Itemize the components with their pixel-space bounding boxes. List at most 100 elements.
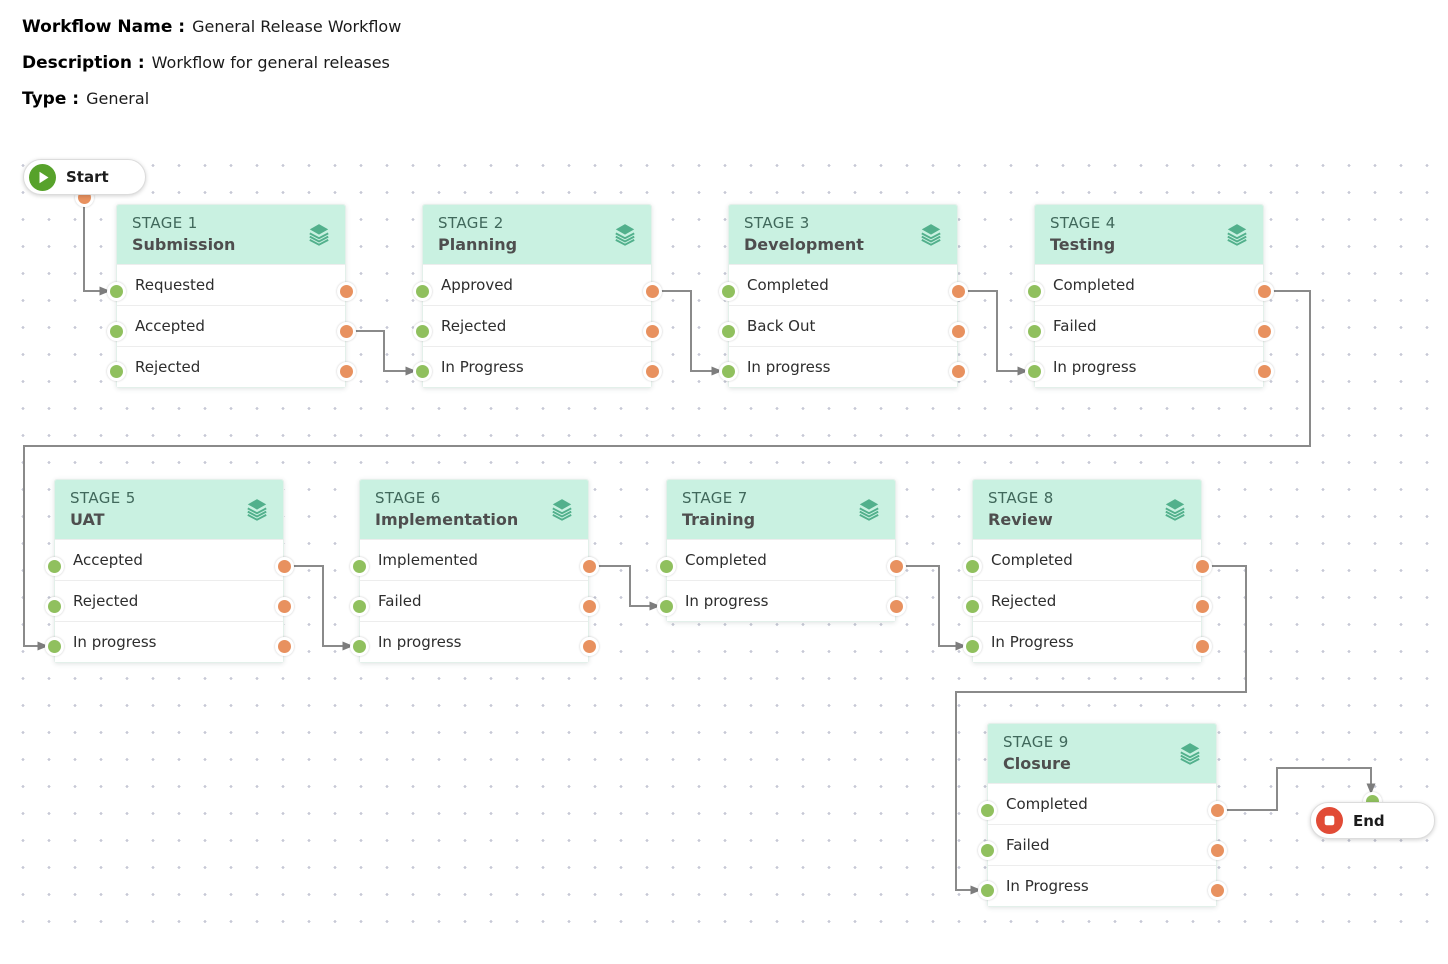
output-port[interactable] — [579, 556, 599, 576]
output-port[interactable] — [1207, 800, 1227, 820]
stage-number-label: STAGE 2 — [438, 214, 504, 232]
stage-number-label: STAGE 6 — [375, 489, 441, 507]
output-port[interactable] — [1254, 281, 1274, 301]
status-row: Rejected — [117, 346, 345, 387]
workflow-name-line: Workflow Name :General Release Workflow — [22, 17, 401, 37]
input-port[interactable] — [962, 636, 982, 656]
output-port[interactable] — [336, 321, 356, 341]
input-port[interactable] — [349, 596, 369, 616]
input-port[interactable] — [106, 361, 126, 381]
input-port[interactable] — [977, 880, 997, 900]
input-port[interactable] — [412, 281, 432, 301]
input-port[interactable] — [1024, 281, 1044, 301]
status-row: In progress — [55, 621, 283, 662]
input-port[interactable] — [412, 361, 432, 381]
status-row: Completed — [973, 539, 1201, 580]
layers-icon — [1227, 224, 1247, 246]
status-row: In Progress — [423, 346, 651, 387]
output-port[interactable] — [579, 636, 599, 656]
output-port[interactable] — [886, 596, 906, 616]
input-port[interactable] — [656, 596, 676, 616]
output-port[interactable] — [336, 281, 356, 301]
output-port[interactable] — [886, 556, 906, 576]
output-port[interactable] — [1192, 556, 1212, 576]
start-node[interactable]: Start — [23, 159, 146, 195]
stage-name: Submission — [132, 235, 236, 254]
stage-name: Planning — [438, 235, 518, 254]
input-port[interactable] — [106, 321, 126, 341]
status-row: In progress — [667, 580, 895, 621]
output-port[interactable] — [274, 596, 294, 616]
status-row: Failed — [1035, 305, 1263, 346]
start-label: Start — [66, 168, 109, 186]
status-row: Requested — [117, 264, 345, 305]
output-port[interactable] — [948, 361, 968, 381]
input-port[interactable] — [656, 556, 676, 576]
status-row: Implemented — [360, 539, 588, 580]
end-node[interactable]: End — [1310, 802, 1435, 839]
input-port[interactable] — [44, 636, 64, 656]
output-port[interactable] — [336, 361, 356, 381]
input-port[interactable] — [412, 321, 432, 341]
status-row: Rejected — [423, 305, 651, 346]
input-port[interactable] — [44, 596, 64, 616]
stage-name: Review — [988, 510, 1053, 529]
input-port[interactable] — [44, 556, 64, 576]
input-port[interactable] — [962, 596, 982, 616]
output-port[interactable] — [1192, 636, 1212, 656]
status-row: Accepted — [117, 305, 345, 346]
stage-name: Testing — [1050, 235, 1116, 254]
output-port[interactable] — [642, 361, 662, 381]
output-port[interactable] — [948, 321, 968, 341]
status-row: Back Out — [729, 305, 957, 346]
end-label: End — [1353, 811, 1385, 830]
input-port[interactable] — [977, 800, 997, 820]
output-port[interactable] — [1207, 840, 1227, 860]
layers-icon — [921, 224, 941, 246]
output-port[interactable] — [1192, 596, 1212, 616]
stage-name: Implementation — [375, 510, 519, 529]
status-row: In Progress — [988, 865, 1216, 906]
output-port[interactable] — [1254, 321, 1274, 341]
stage-name: Development — [744, 235, 864, 254]
status-row: Completed — [1035, 264, 1263, 305]
stage-header: STAGE 2 Planning — [423, 205, 651, 264]
input-port[interactable] — [1024, 321, 1044, 341]
stage-number-label: STAGE 3 — [744, 214, 810, 232]
input-port[interactable] — [349, 636, 369, 656]
input-port[interactable] — [1024, 361, 1044, 381]
output-port[interactable] — [274, 636, 294, 656]
stage-number-label: STAGE 1 — [132, 214, 198, 232]
input-port[interactable] — [106, 281, 126, 301]
input-port[interactable] — [718, 361, 738, 381]
stop-icon — [1316, 807, 1343, 834]
layers-icon — [309, 224, 329, 246]
input-port[interactable] — [718, 321, 738, 341]
input-port[interactable] — [962, 556, 982, 576]
output-port[interactable] — [1254, 361, 1274, 381]
input-port[interactable] — [349, 556, 369, 576]
output-port[interactable] — [642, 281, 662, 301]
output-port[interactable] — [274, 556, 294, 576]
output-port[interactable] — [579, 596, 599, 616]
input-port[interactable] — [977, 840, 997, 860]
status-row: Approved — [423, 264, 651, 305]
input-port[interactable] — [718, 281, 738, 301]
description-value: Workflow for general releases — [151, 53, 390, 72]
stage-header: STAGE 3 Development — [729, 205, 957, 264]
output-port[interactable] — [948, 281, 968, 301]
type-line: Type :General — [22, 89, 401, 109]
output-port[interactable] — [1207, 880, 1227, 900]
output-port[interactable] — [642, 321, 662, 341]
